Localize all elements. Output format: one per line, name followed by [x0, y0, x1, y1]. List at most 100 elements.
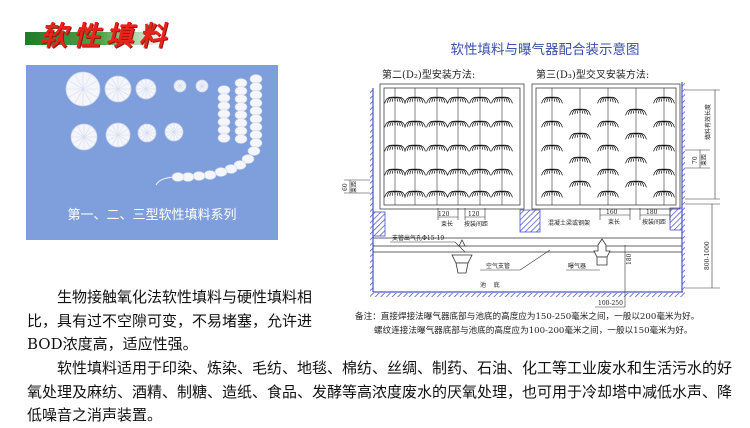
- filler-tuft-icon: [569, 108, 591, 116]
- filler-tuft-icon: [469, 144, 491, 152]
- dim-right-gap-label: 束距: [700, 154, 708, 166]
- filler-tuft-icon: [491, 190, 513, 198]
- filler-bead-icon: [217, 93, 231, 103]
- diagram-title: 软性填料与曝气器配合装示意图: [450, 42, 640, 58]
- filler-tuft-icon: [447, 190, 469, 198]
- filler-bead-icon: [234, 110, 248, 120]
- filler-tuft-icon: [597, 120, 619, 128]
- dim-spacing-left: 120: [468, 211, 480, 218]
- filler-tuft-icon: [569, 156, 591, 164]
- filler-bead-icon: [217, 101, 231, 111]
- left-wall: [370, 88, 373, 293]
- filler-tuft-icon: [625, 132, 647, 140]
- dim-spacing-right: 180: [646, 209, 658, 216]
- filler-bead-icon: [247, 146, 261, 156]
- right-wall: [682, 82, 685, 293]
- filler-bead-icon: [241, 154, 255, 164]
- filler-disk-icon: [65, 71, 101, 107]
- filler-disk-icon: [135, 78, 157, 100]
- filler-tuft-icon: [426, 144, 448, 152]
- filler-tuft-icon: [404, 190, 426, 198]
- filler-bead-icon: [249, 114, 263, 124]
- body-paragraph-2: 软性填料适用于印染、炼染、毛纺、地毯、棉纺、丝绸、制药、石油、化工等工业废水和生…: [27, 359, 733, 424]
- product-photo: 第一、二、三型软性填料系列: [26, 65, 278, 240]
- filler-tuft-icon: [541, 168, 563, 176]
- filler-tuft-icon: [625, 156, 647, 164]
- filler-bead-icon: [249, 130, 263, 140]
- dim-left-gap-label: 束距: [350, 181, 358, 193]
- filler-disk-icon: [164, 122, 184, 142]
- aerator-label: 曝气器: [568, 262, 586, 270]
- filler-tuft-icon: [491, 96, 513, 104]
- filler-tuft-icon: [426, 190, 448, 198]
- dim-bottom-range: 100-250: [598, 300, 623, 307]
- filler-tuft-icon: [569, 132, 591, 140]
- filler-tuft-icon: [384, 96, 406, 104]
- branch-hole-label: 支管出气孔Φ15-19: [392, 234, 444, 242]
- dim-spacing-label-right: 按装间距: [642, 218, 666, 226]
- filler-tuft-icon: [491, 120, 513, 128]
- beam-right: [669, 207, 683, 231]
- filler-disk-icon: [137, 123, 157, 143]
- filler-bead-icon: [234, 102, 248, 112]
- filler-tuft-icon: [469, 96, 491, 104]
- dim-aerator-height: 180: [626, 253, 633, 265]
- page-title: 软性填料: [40, 21, 172, 52]
- filler-tuft-icon: [653, 168, 675, 176]
- filler-bead-icon: [214, 167, 228, 177]
- dim-effective-length: 填料有效长度: [704, 104, 712, 140]
- filler-tuft-icon: [653, 144, 675, 152]
- filler-tuft-icon: [447, 96, 469, 104]
- aerator-right-icon: [593, 238, 611, 266]
- filler-tuft-icon: [426, 120, 448, 128]
- filler-tuft-icon: [491, 144, 513, 152]
- filler-bead-icon: [217, 117, 231, 127]
- left-method-label: 第二(D₂)型安装方法:: [382, 68, 475, 81]
- dim-right-gap: 70: [692, 156, 699, 164]
- filler-disk-icon: [105, 122, 131, 148]
- filler-disk-icon: [104, 75, 132, 103]
- filler-tuft-icon: [426, 96, 448, 104]
- filler-tuft-icon: [597, 144, 619, 152]
- filler-bead-icon: [249, 82, 263, 92]
- filler-bead-icon: [249, 74, 263, 84]
- filler-tuft-icon: [404, 96, 426, 104]
- filler-tuft-icon: [447, 168, 469, 176]
- filler-tuft-icon: [569, 180, 591, 188]
- filler-tuft-icon: [447, 144, 469, 152]
- right-frame: [531, 83, 681, 210]
- filler-disk-icon: [173, 79, 187, 93]
- beam-label: 混凝土梁或钢架: [548, 219, 590, 227]
- pool-bottom-label: 池 底: [480, 281, 500, 289]
- filler-disk-icon: [195, 79, 209, 93]
- photo-caption: 第一、二、三型软性填料系列: [67, 208, 237, 223]
- installation-diagram: 第二(D₂)型安装方法: 第三(D₃)型交叉安装方法: 120 束长: [342, 68, 720, 308]
- filler-tuft-icon: [426, 168, 448, 176]
- filler-bead-icon: [249, 138, 263, 148]
- filler-bead-icon: [249, 122, 263, 132]
- dim-bundle-label-left: 束长: [441, 220, 453, 228]
- filler-tuft-icon: [469, 168, 491, 176]
- filler-tuft-icon: [625, 180, 647, 188]
- beam-middle: [519, 209, 541, 233]
- filler-tuft-icon: [541, 190, 563, 198]
- filler-bead-icon: [234, 126, 248, 136]
- filler-bead-icon: [234, 118, 248, 128]
- air-pipe-label: 空气支管: [486, 262, 510, 270]
- dim-height-range: 800-1000: [704, 241, 711, 270]
- filler-tuft-icon: [447, 120, 469, 128]
- filler-tuft-icon: [541, 96, 563, 104]
- beam-left: [372, 211, 386, 237]
- filler-bead-icon: [234, 78, 248, 88]
- filler-photo-illustration: [65, 71, 263, 186]
- filler-bead-icon: [249, 90, 263, 100]
- filler-tuft-icon: [541, 120, 563, 128]
- dim-bundle-left: 120: [438, 211, 450, 218]
- filler-tuft-icon: [597, 190, 619, 198]
- filler-tuft-icon: [469, 190, 491, 198]
- filler-bead-icon: [192, 171, 206, 181]
- filler-bead-icon: [203, 170, 217, 180]
- dim-left-gap: 60: [342, 183, 349, 191]
- note-line-1: 备注：直接焊接法曝气器底部与池底的高度应为150-250毫米之间，一般以200毫…: [355, 312, 700, 322]
- filler-tuft-icon: [653, 120, 675, 128]
